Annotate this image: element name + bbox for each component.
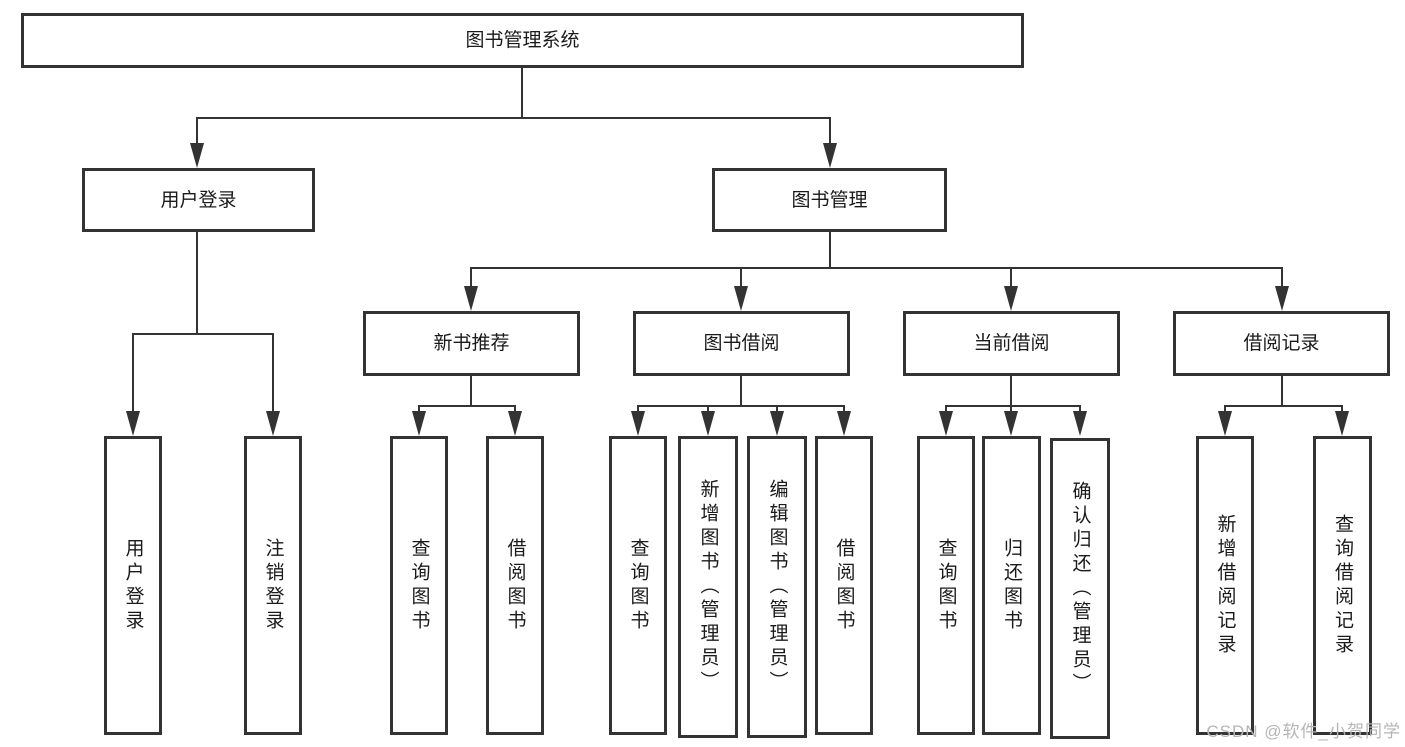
node-label: 新书推荐 [433, 333, 510, 354]
node-label: 借阅图书 [504, 537, 526, 634]
node-label: 查询图书 [627, 537, 649, 634]
node-label: 当前借阅 [973, 333, 1050, 354]
node-leaf-user-login: 用户登录 [104, 436, 162, 735]
node-leaf-return-book: 归还图书 [982, 436, 1041, 735]
node-label: 用户登录 [122, 537, 144, 634]
node-leaf-borrow-book-2: 借阅图书 [815, 436, 873, 735]
node-leaf-add-borrow-record: 新增借阅记录 [1196, 436, 1254, 735]
node-label: 归还图书 [1001, 537, 1022, 634]
node-label: 注销登录 [262, 537, 284, 634]
node-label: 图书管理系统 [465, 30, 580, 51]
node-leaf-confirm-return-admin: 确认归还（管理员） [1050, 438, 1110, 739]
node-library-management-system: 图书管理系统 [21, 13, 1024, 68]
node-label: 确认归还（管理员） [1069, 480, 1091, 697]
node-leaf-logout: 注销登录 [244, 436, 302, 735]
node-new-book-recommend: 新书推荐 [363, 311, 580, 376]
node-label: 新增图书（管理员） [697, 479, 719, 695]
node-label: 图书管理 [791, 189, 868, 211]
node-leaf-borrow-book-1: 借阅图书 [486, 436, 544, 735]
node-label: 查询借阅记录 [1332, 513, 1353, 658]
node-label: 编辑图书（管理员） [766, 479, 788, 695]
node-book-management: 图书管理 [712, 168, 947, 232]
node-leaf-query-book-1: 查询图书 [390, 436, 448, 735]
node-user-login-group: 用户登录 [82, 168, 315, 232]
node-label: 图书借阅 [703, 333, 780, 354]
node-label: 查询图书 [935, 537, 957, 634]
node-label: 新增借阅记录 [1214, 513, 1236, 658]
node-label: 查询图书 [408, 537, 430, 634]
node-leaf-query-borrow-record: 查询借阅记录 [1313, 436, 1372, 735]
csdn-watermark: CSDN @软件_小贺同学 [1206, 722, 1401, 741]
node-leaf-query-book-2: 查询图书 [609, 436, 667, 735]
node-label: 借阅图书 [833, 537, 855, 634]
node-leaf-query-book-3: 查询图书 [917, 436, 975, 735]
node-label: 借阅记录 [1243, 333, 1320, 354]
node-borrowing-records: 借阅记录 [1173, 311, 1390, 376]
node-leaf-add-book-admin: 新增图书（管理员） [678, 436, 738, 738]
node-label: 用户登录 [160, 189, 237, 211]
node-book-borrowing: 图书借阅 [633, 311, 850, 376]
node-leaf-edit-book-admin: 编辑图书（管理员） [747, 436, 807, 738]
node-current-borrowing: 当前借阅 [903, 311, 1120, 376]
